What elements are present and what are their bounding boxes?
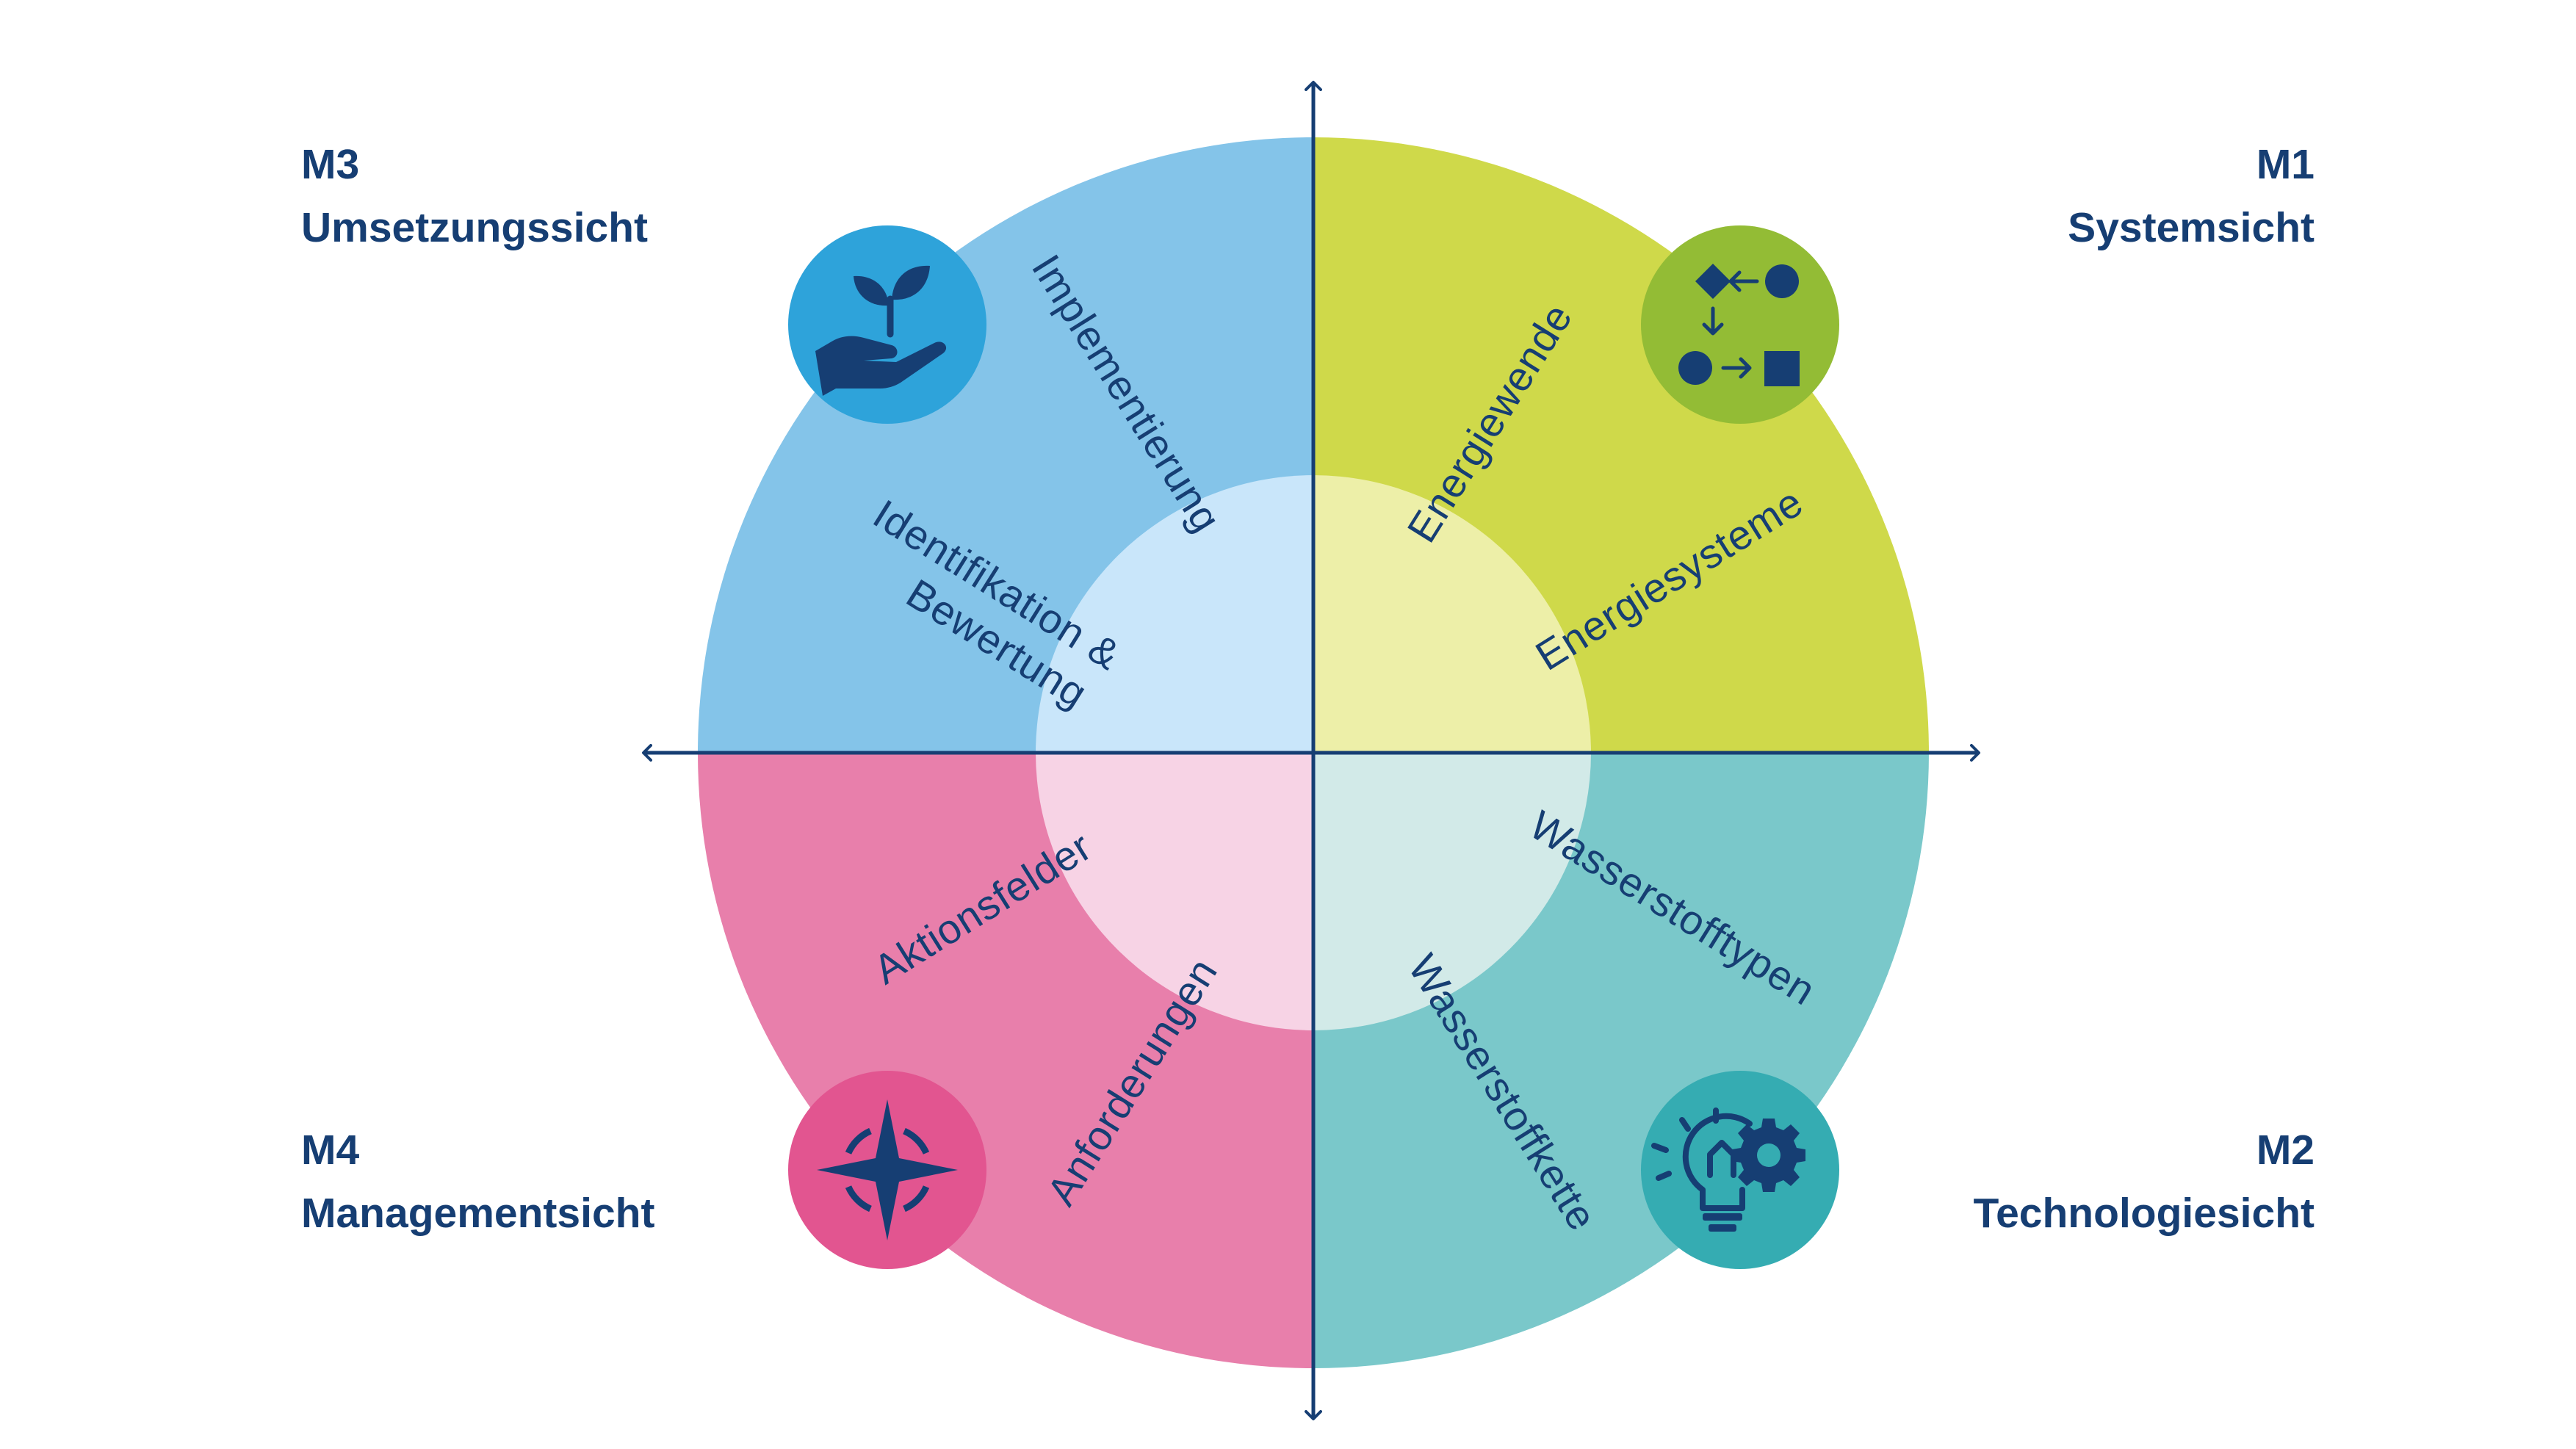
inner-quadrant-bottom-right: [1313, 753, 1591, 1030]
compass-icon: [788, 1071, 986, 1269]
module-title: Managementsicht: [301, 1190, 655, 1237]
module-code: M1: [2256, 141, 2315, 188]
corner-label-m3: M3 Umsetzungssicht: [301, 133, 648, 259]
module-title: Umsetzungssicht: [301, 204, 648, 251]
lightbulb-gear-icon: [1641, 1071, 1839, 1269]
corner-label-m4: M4 Managementsicht: [301, 1119, 654, 1245]
process-shapes-icon: [1641, 225, 1839, 424]
module-title: Technologiesicht: [1973, 1190, 2315, 1237]
inner-quadrant-top-left: [1036, 475, 1313, 753]
corner-label-m2: M2 Technologiesicht: [1974, 1119, 2315, 1245]
inner-quadrant-top-right: [1313, 475, 1591, 753]
corner-label-m1: M1 Systemsicht: [2068, 133, 2315, 259]
module-code: M2: [2256, 1127, 2315, 1174]
module-code: M3: [301, 141, 360, 188]
inner-quadrant-bottom-left: [1036, 753, 1313, 1030]
module-code: M4: [301, 1127, 360, 1174]
module-title: Systemsicht: [2068, 204, 2315, 251]
hand-plant-icon: [788, 225, 986, 424]
